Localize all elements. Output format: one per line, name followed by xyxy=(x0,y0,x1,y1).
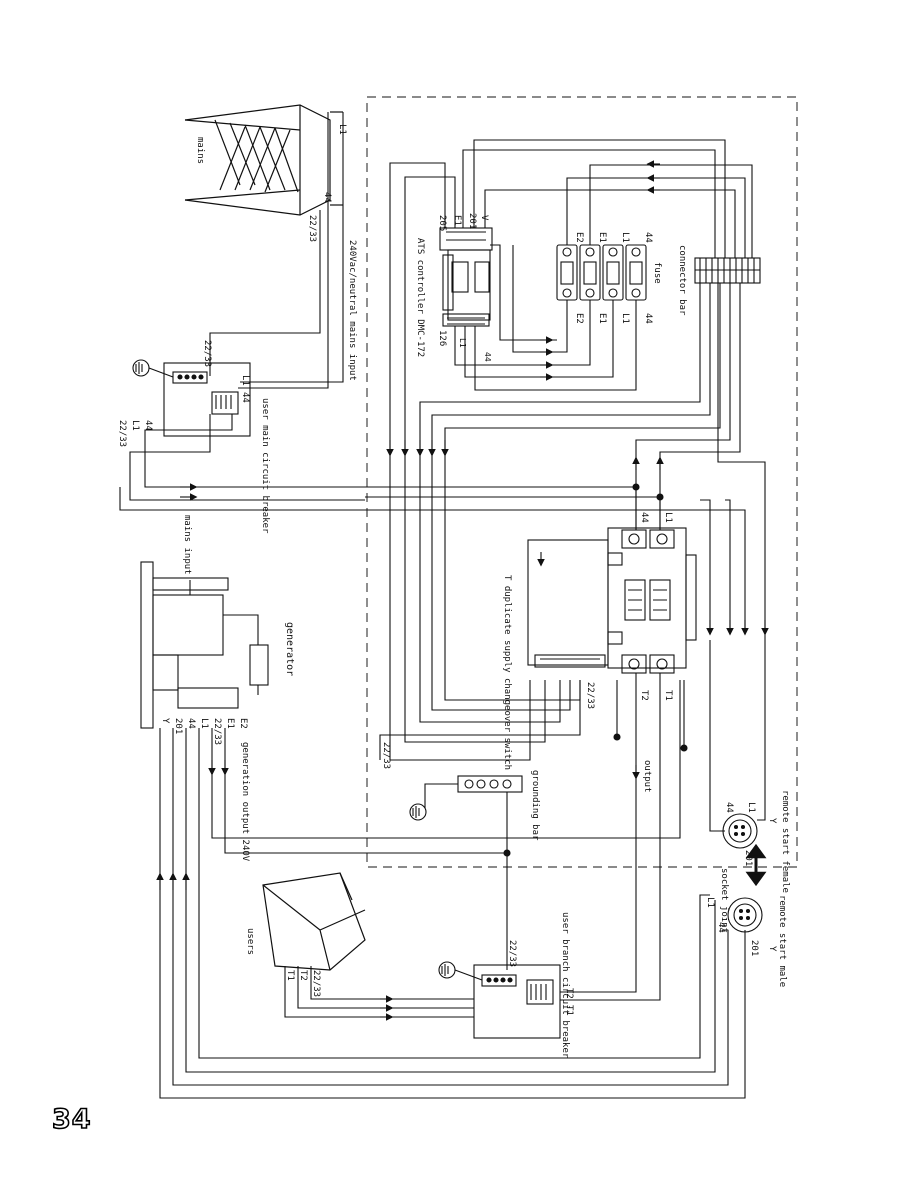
connector-bar xyxy=(694,257,761,284)
generator-output-wires xyxy=(156,680,746,1099)
remote-male-connector xyxy=(727,897,763,933)
terminal-l1-left: L1 xyxy=(130,420,140,431)
terminal-44-mains: 44 xyxy=(322,192,332,203)
generator-terminal-e1: E1 xyxy=(225,718,235,729)
terminal-44-breaker: 44 xyxy=(240,392,250,403)
remote-male-y: Y xyxy=(767,946,777,952)
terminal-l1-fuse-bottom: L1 xyxy=(620,313,630,324)
branch-terminal-2233: 22/33 xyxy=(507,940,517,967)
generator-terminal-201: 201 xyxy=(173,718,183,734)
terminal-t2-switch: T2 xyxy=(639,690,649,701)
terminal-126-ats: 126 xyxy=(437,330,447,346)
branch-terminal-t2: T2 xyxy=(564,988,574,999)
changeover-switch xyxy=(527,527,697,674)
terminal-2233-enclosure: 22/33 xyxy=(381,742,391,769)
terminal-44-fuse-bottom: 44 xyxy=(643,313,653,324)
mains-label: mains xyxy=(195,137,205,164)
generation-output-label: generation output 240V xyxy=(240,742,250,862)
switch-output-wires xyxy=(379,673,661,1001)
main-breaker-label: user main circuit breaker xyxy=(260,398,270,534)
users-terminal-t1: T1 xyxy=(285,970,295,981)
branch-breaker-box xyxy=(390,964,561,1039)
terminal-e1-fuse-top: E1 xyxy=(597,232,607,243)
terminal-2233-left: 22/33 xyxy=(117,420,127,447)
remote-female-201: 201 xyxy=(743,850,753,866)
terminal-2233-switch: 22/33 xyxy=(585,682,595,709)
socket-joint-arrow xyxy=(745,843,767,887)
ground-symbol-3 xyxy=(438,961,483,981)
users-terminal-t2: T2 xyxy=(298,970,308,981)
enclosure-border xyxy=(366,96,798,868)
mains-input-wires xyxy=(119,483,365,511)
terminal-l1-mains: L1 xyxy=(337,124,347,135)
remote-male-label: remote start male xyxy=(777,895,787,987)
branch-breaker-label: user branch circuit breaker xyxy=(560,912,570,1059)
mains-input-label: 240Vac/neutral mains input xyxy=(347,240,357,381)
remote-male-44: 44 xyxy=(716,922,726,933)
page-number: 34 xyxy=(51,1103,92,1136)
grounding-bar-label: grounding bar xyxy=(530,770,540,841)
terminal-e1-ats: E1 xyxy=(452,215,462,226)
terminal-44-fuse-top: 44 xyxy=(643,232,653,243)
generator-machine xyxy=(140,561,269,729)
generator-terminal-e2: E2 xyxy=(238,718,248,729)
main-breaker-box xyxy=(129,362,365,501)
switch-input-wires xyxy=(365,483,769,636)
users-label: users xyxy=(245,928,255,955)
fuse-label: fuse xyxy=(652,262,662,284)
fuse-block xyxy=(556,244,647,301)
generator-terminal-y: Y xyxy=(160,718,170,724)
terminal-e2-fuse-top: E2 xyxy=(574,232,584,243)
ground-symbol-2 xyxy=(409,803,427,821)
terminal-t1-switch: T1 xyxy=(663,690,673,701)
terminal-e1-fuse-bottom: E1 xyxy=(597,313,607,324)
remote-female-l1: L1 xyxy=(746,802,756,813)
remote-female-44: 44 xyxy=(724,802,734,813)
mains-input-short-label: mains input xyxy=(182,515,192,575)
changeover-label: T duplicate supply changeover switch xyxy=(502,575,512,770)
ground-symbol-1 xyxy=(132,359,174,378)
socket-joint-label: socket joint xyxy=(719,868,729,933)
terminal-l1-fuse-top: L1 xyxy=(620,232,630,243)
branch-terminal-t1: T1 xyxy=(564,1005,574,1016)
remote-male-l1: L1 xyxy=(705,897,715,908)
terminal-l1-ats-bottom: L1 xyxy=(458,338,467,348)
remote-female-y: Y xyxy=(767,818,777,824)
ats-controller xyxy=(439,227,493,327)
terminal-l1-switch-top: L1 xyxy=(663,512,673,523)
generator-label: generator xyxy=(284,622,295,676)
terminal-e2-fuse-bottom: E2 xyxy=(574,313,584,324)
mains-pylon xyxy=(184,104,343,216)
terminal-201-ats: 201 xyxy=(467,213,477,229)
terminal-2233-mains: 22/33 xyxy=(307,215,317,242)
users-terminal-2233: 22/33 xyxy=(311,970,321,997)
terminal-44-switch-top: 44 xyxy=(639,512,649,523)
generator-terminal-44: 44 xyxy=(186,718,196,729)
output-label: output xyxy=(642,760,652,793)
ats-controller-label: ATS controller DMC-172 xyxy=(415,238,425,357)
users-load xyxy=(262,872,366,971)
remote-male-201: 201 xyxy=(749,940,759,956)
terminal-205-ats: 205 xyxy=(437,215,447,231)
terminal-44-ats-bottom: 44 xyxy=(483,352,492,362)
generator-terminal-l1: L1 xyxy=(199,718,209,729)
terminal-44-left: 44 xyxy=(143,420,153,431)
mains-feed-wires xyxy=(209,112,344,389)
remote-female-label: remote start female xyxy=(780,790,790,893)
generator-terminal-2233: 22/33 xyxy=(212,718,222,745)
connector-bar-label: connector bar xyxy=(677,245,687,316)
terminal-2233-breaker: 22/33 xyxy=(202,340,212,367)
terminal-l1-breaker: L1 xyxy=(240,375,250,386)
remote-female-connector xyxy=(709,628,766,849)
terminal-v-ats: V xyxy=(479,215,489,221)
